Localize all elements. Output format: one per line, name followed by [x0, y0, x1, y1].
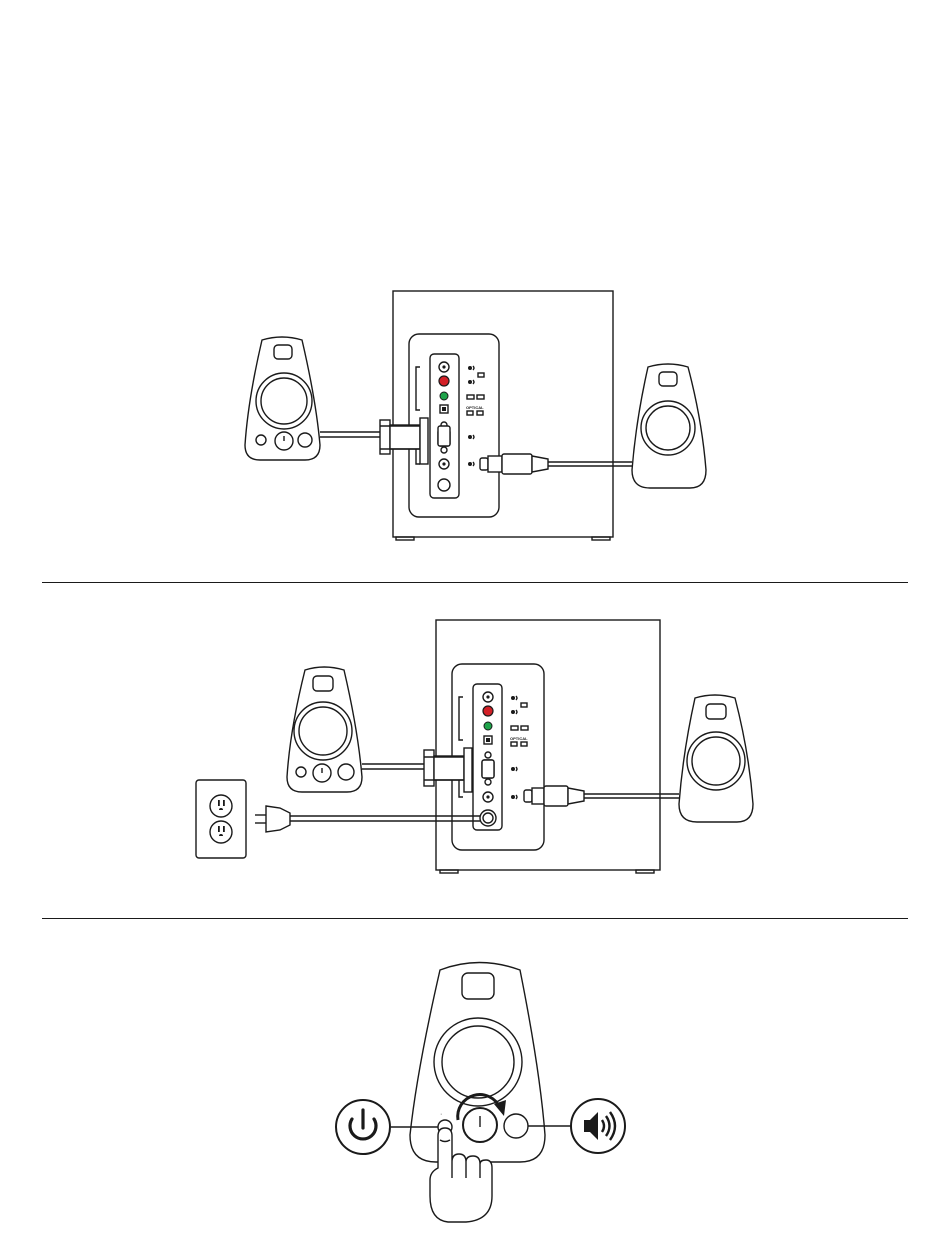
right-satellite-speaker [632, 364, 706, 488]
divider-2 [42, 918, 908, 919]
satellite-cable-connector [362, 748, 494, 792]
volume-knob[interactable] [463, 1108, 497, 1142]
subwoofer: OPTICAL [436, 620, 660, 873]
port-icon-labels: OPTICAL [510, 696, 528, 799]
power-icon [336, 1100, 390, 1154]
optical-label: OPTICAL [466, 405, 484, 410]
power-plug-icon [255, 806, 496, 832]
panel-power-and-volume: · [0, 950, 950, 1248]
subwoofer: OPTICAL [393, 291, 613, 540]
rca-cable [480, 454, 632, 474]
optical-label: OPTICAL [510, 736, 528, 741]
left-satellite-speaker [245, 337, 320, 460]
port-icon-labels: OPTICAL [466, 366, 484, 466]
left-satellite-speaker [287, 667, 362, 792]
wall-outlet-icon [196, 780, 246, 858]
divider-1 [42, 582, 908, 583]
svg-text:·: · [440, 1111, 442, 1118]
rca-cable [524, 786, 679, 806]
panel-connect-satellites: OPTICAL [0, 280, 950, 550]
panel-connect-power: OPTICAL [0, 610, 950, 880]
right-satellite-speaker [679, 695, 753, 822]
volume-icon [571, 1099, 625, 1153]
